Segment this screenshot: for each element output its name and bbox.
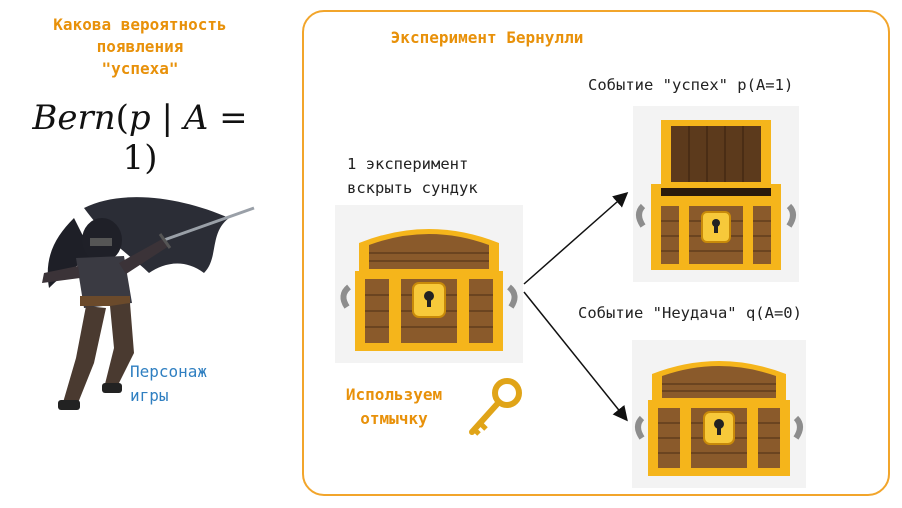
character-label-line: игры [130,386,169,405]
trial-line: вскрыть сундук [347,179,478,197]
question-line: Какова вероятность [53,15,227,34]
question-line: появления [96,37,184,56]
trial-line: 1 эксперимент [347,155,469,173]
key-icon [462,376,526,440]
character-label: Персонаж игры [130,360,207,408]
formula-val: 1 [122,138,145,178]
bernoulli-formula: Bern(p | A = 1) [10,98,270,178]
success-label: Событие "успех" p(A=1) [588,76,794,94]
trial-label: 1 эксперимент вскрыть сундук [347,152,478,200]
formula-open: ( [115,98,129,138]
question-line: "успеха" [101,59,179,78]
failure-label: Событие "Неудача" q(A=0) [578,304,802,322]
panel-title: Эксперимент Бернулли [390,28,584,47]
closed-chest-icon [335,205,523,363]
tool-line: отмычку [360,409,428,428]
formula-fn: Bern [32,98,116,138]
arrow-to-success [523,192,629,285]
question-title: Какова вероятность появления "успеха" [20,14,260,80]
formula-var: p [128,98,151,138]
closed-chest-icon [632,340,806,488]
experiment-panel [302,10,890,496]
character-label-line: Персонаж [130,362,208,381]
tool-label: Используем отмычку [336,383,452,431]
open-chest-icon [633,106,799,282]
formula-event: A [183,98,209,138]
formula-close: ) [144,138,158,178]
rogue-character-image [14,178,264,423]
formula-eq: = [208,98,248,138]
tool-line: Используем [345,385,443,404]
formula-bar: | [150,98,184,138]
arrow-to-failure [523,291,628,422]
